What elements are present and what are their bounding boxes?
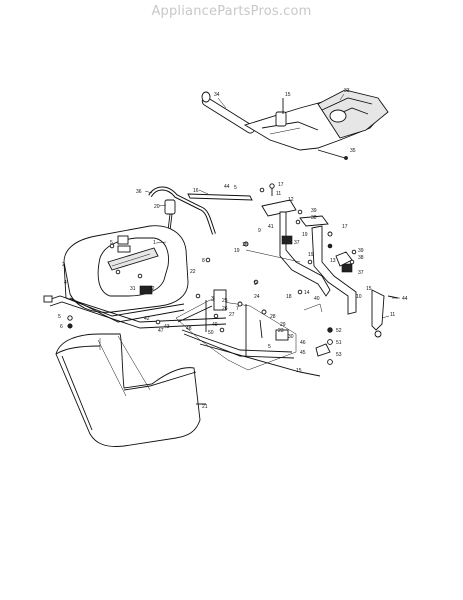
- callout-29: 29: [280, 322, 286, 328]
- callout-labels: 34 15 33 35 36 16 44 5 17 11 12 20 39 38…: [58, 88, 408, 410]
- callout-16: 16: [193, 188, 199, 194]
- callout-51: 51: [336, 340, 342, 346]
- callout-11b: 11: [390, 312, 395, 318]
- callout-11: 11: [276, 191, 281, 197]
- bag-lid: [63, 225, 189, 323]
- callout-15c: 15: [296, 368, 302, 374]
- callout-37: 37: [294, 240, 300, 246]
- fasteners: [109, 183, 357, 333]
- callout-45: 45: [300, 350, 306, 356]
- callout-20: 20: [154, 204, 160, 210]
- callout-4: 4: [64, 280, 67, 286]
- callout-38: 38: [311, 215, 317, 221]
- callout-19c: 19: [308, 252, 314, 258]
- callout-44b: 44: [402, 296, 408, 302]
- callout-1: 1: [153, 240, 156, 246]
- callout-19b: 19: [234, 248, 240, 254]
- chute-assembly: [201, 89, 389, 160]
- callout-35: 35: [350, 148, 356, 154]
- callout-22: 22: [190, 269, 196, 275]
- grass-bag: [55, 333, 206, 447]
- callout-9: 9: [258, 228, 261, 234]
- callout-15: 15: [285, 92, 291, 98]
- callout-32: 32: [149, 286, 155, 292]
- lower-frame: [175, 289, 333, 377]
- callout-36: 36: [136, 189, 142, 195]
- callout-18b: 18: [286, 294, 292, 300]
- callout-24: 24: [254, 294, 260, 300]
- callout-7: 7: [236, 306, 239, 312]
- callout-5d: 5: [110, 240, 113, 246]
- callout-3: 3: [211, 296, 214, 302]
- callout-53: 53: [336, 352, 342, 358]
- callout-5b: 5: [58, 314, 61, 320]
- callout-28: 28: [270, 314, 276, 320]
- callout-17b: 17: [342, 224, 348, 230]
- callout-52: 52: [336, 328, 342, 334]
- callout-39b: 39: [358, 248, 364, 254]
- callout-2: 2: [62, 262, 65, 268]
- callout-26: 26: [222, 306, 228, 312]
- linkage-brackets: [187, 193, 399, 338]
- callout-10: 10: [356, 294, 362, 300]
- callout-6: 6: [60, 324, 63, 330]
- callout-21: 21: [202, 404, 208, 410]
- callout-34: 34: [214, 92, 220, 98]
- callout-5c: 5: [268, 344, 271, 350]
- callout-25: 25: [222, 298, 228, 304]
- callout-12: 12: [288, 197, 294, 203]
- callout-33: 33: [344, 88, 350, 94]
- callout-40: 40: [314, 296, 320, 302]
- callout-42: 42: [144, 316, 150, 322]
- callout-8: 8: [202, 258, 205, 264]
- callout-19: 19: [302, 232, 308, 238]
- callout-49: 49: [212, 322, 218, 328]
- callout-39: 39: [311, 208, 317, 214]
- callout-13: 13: [330, 258, 336, 264]
- callout-31: 31: [130, 286, 136, 292]
- rear-frame-rail: [43, 295, 227, 329]
- callout-14: 14: [304, 290, 310, 296]
- callout-46: 46: [300, 340, 306, 346]
- callout-38b: 38: [358, 255, 364, 261]
- callout-15b: 15: [366, 286, 372, 292]
- callout-5: 5: [234, 185, 237, 191]
- callout-47: 47: [158, 328, 164, 334]
- callout-17: 17: [278, 182, 284, 188]
- callout-27: 27: [229, 312, 235, 318]
- callout-23: 23: [278, 328, 284, 334]
- callout-44: 44: [224, 184, 230, 190]
- callout-48: 48: [186, 326, 192, 332]
- watermark: AppliancePartsPros.com: [151, 4, 312, 19]
- callout-30: 30: [288, 334, 294, 340]
- callout-43: 43: [164, 324, 170, 330]
- callout-18: 18: [242, 242, 248, 248]
- callout-41: 41: [268, 224, 274, 230]
- callout-37b: 37: [358, 270, 364, 276]
- callout-9b: 9: [254, 281, 257, 287]
- callout-50: 50: [208, 330, 214, 336]
- leader-lines: [144, 93, 400, 405]
